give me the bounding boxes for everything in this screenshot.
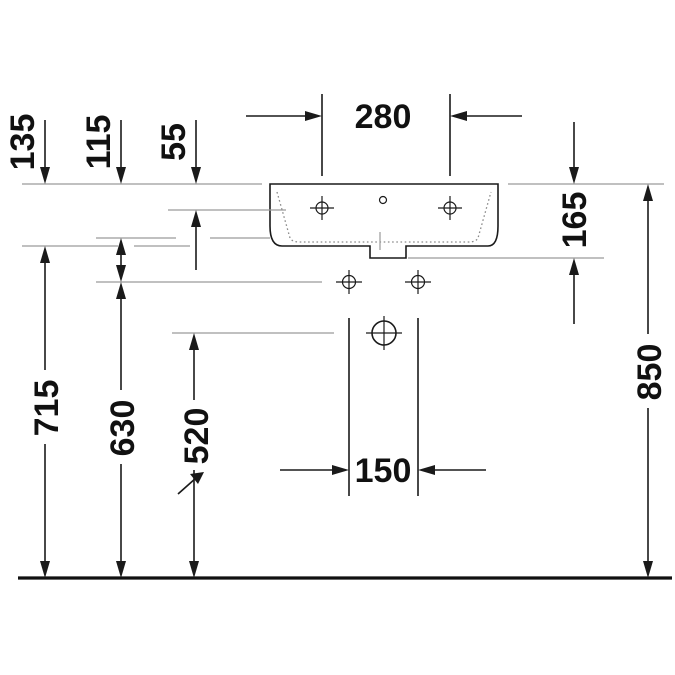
dim-280: 280 [246, 94, 522, 176]
dim-520-label: 520 [178, 408, 216, 465]
dim-850: 850 [630, 184, 669, 578]
dim-115-label: 115 [80, 115, 118, 170]
washbasin [269, 183, 499, 259]
dim-715-label: 715 [28, 380, 66, 437]
tap-hole-right-mark [438, 196, 462, 220]
dim-55: 55 [155, 120, 201, 270]
overflow-hole [378, 195, 388, 205]
dim-135: 135 [4, 114, 50, 184]
dim-630-label: 630 [104, 400, 142, 457]
supply-left-symbol [336, 270, 362, 294]
reference-lines [22, 183, 664, 334]
dim-520: 520 [174, 333, 216, 578]
washbasin-outline [269, 183, 499, 259]
waste-outlet-symbol [366, 316, 402, 350]
dim-715: 715 [26, 246, 66, 578]
waste-height-pointer-icon [177, 472, 204, 495]
supply-right-symbol [405, 270, 431, 294]
dim-165: 165 [556, 122, 594, 324]
dim-135-label: 135 [4, 114, 42, 171]
dim-150: 150 [280, 452, 486, 490]
water-supply-connections [336, 270, 431, 496]
dim-850-label: 850 [631, 344, 669, 401]
dim-55-label: 55 [155, 123, 193, 161]
dim-630: 630 [102, 238, 142, 578]
dim-115: 115 [80, 115, 126, 184]
dim-165-label: 165 [556, 192, 594, 249]
washbasin-bowl-edge [276, 191, 492, 243]
dim-150-label: 150 [355, 452, 412, 490]
dim-280-label: 280 [355, 98, 412, 136]
tap-hole-left-mark [310, 196, 334, 220]
